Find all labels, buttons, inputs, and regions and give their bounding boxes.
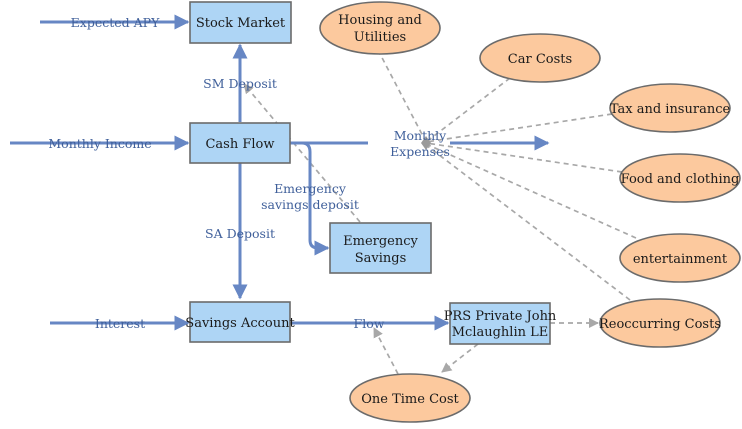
one-time-cost-node[interactable]: One Time Cost [349, 373, 471, 423]
link-tax-expenses [425, 113, 613, 143]
link-reoccurring-expenses [425, 144, 631, 301]
stock-market-node[interactable]: Stock Market [189, 1, 292, 44]
entertainment-label: entertainment [633, 252, 728, 267]
car-costs-label: Car Costs [508, 52, 572, 67]
link-onetime-flow [373, 327, 399, 375]
emergency-deposit-label-line1: Emergency [274, 181, 347, 196]
flows [10, 14, 550, 331]
savings-account-node[interactable]: Savings Account [185, 301, 295, 343]
monthly-expenses-label-line2: Expenses [390, 144, 450, 159]
link-entertainment-expenses [425, 143, 637, 239]
interest-label: Interest [95, 316, 145, 331]
flow-emergency-deposit [290, 141, 330, 256]
car-costs-node[interactable]: Car Costs [479, 33, 601, 83]
cash-flow-label: Cash Flow [205, 137, 274, 152]
link-prs-onetime [441, 343, 479, 373]
flow-label: Flow [354, 316, 385, 331]
sm-deposit-label: SM Deposit [203, 76, 277, 91]
emergency-deposit-label-line2: savings deposit [261, 197, 359, 212]
savings-account-label: Savings Account [185, 316, 295, 331]
housing-utilities-node[interactable]: Housing and Utilities [319, 1, 441, 55]
expected-apy-label: Expected APY [71, 15, 160, 30]
expenses-converter-node [421, 136, 431, 150]
housing-label-line1: Housing and [338, 13, 422, 28]
emergency-savings-label-line1: Emergency [343, 234, 418, 249]
prs-node[interactable]: PRS Private John Mclaughlin LE [444, 302, 557, 345]
housing-label-line2: Utilities [354, 30, 406, 45]
tax-insurance-label: Tax and insurance [610, 102, 731, 117]
reoccurring-costs-label: Reoccurring Costs [599, 317, 721, 332]
influence-links [243, 49, 637, 375]
cash-flow-node[interactable]: Cash Flow [189, 122, 291, 164]
monthly-expenses-label-line1: Monthly [394, 128, 447, 143]
prs-label-line2: Mclaughlin LE [452, 325, 549, 340]
entertainment-node[interactable]: entertainment [619, 233, 741, 283]
reoccurring-costs-node[interactable]: Reoccurring Costs [599, 298, 721, 348]
monthly-income-label: Monthly Income [48, 136, 151, 151]
food-clothing-label: Food and clothing [621, 172, 740, 187]
link-food-expenses [425, 142, 623, 173]
sa-deposit-label: SA Deposit [205, 226, 275, 241]
emergency-savings-node[interactable]: Emergency Savings [329, 222, 432, 274]
food-clothing-node[interactable]: Food and clothing [619, 153, 741, 203]
stock-market-label: Stock Market [196, 16, 286, 31]
prs-label-line1: PRS Private John [444, 309, 557, 324]
link-emergency-smdeposit [243, 83, 361, 223]
emergency-savings-label-line2: Savings [355, 251, 407, 266]
one-time-cost-label: One Time Cost [361, 392, 459, 407]
tax-insurance-node[interactable]: Tax and insurance [609, 83, 731, 133]
